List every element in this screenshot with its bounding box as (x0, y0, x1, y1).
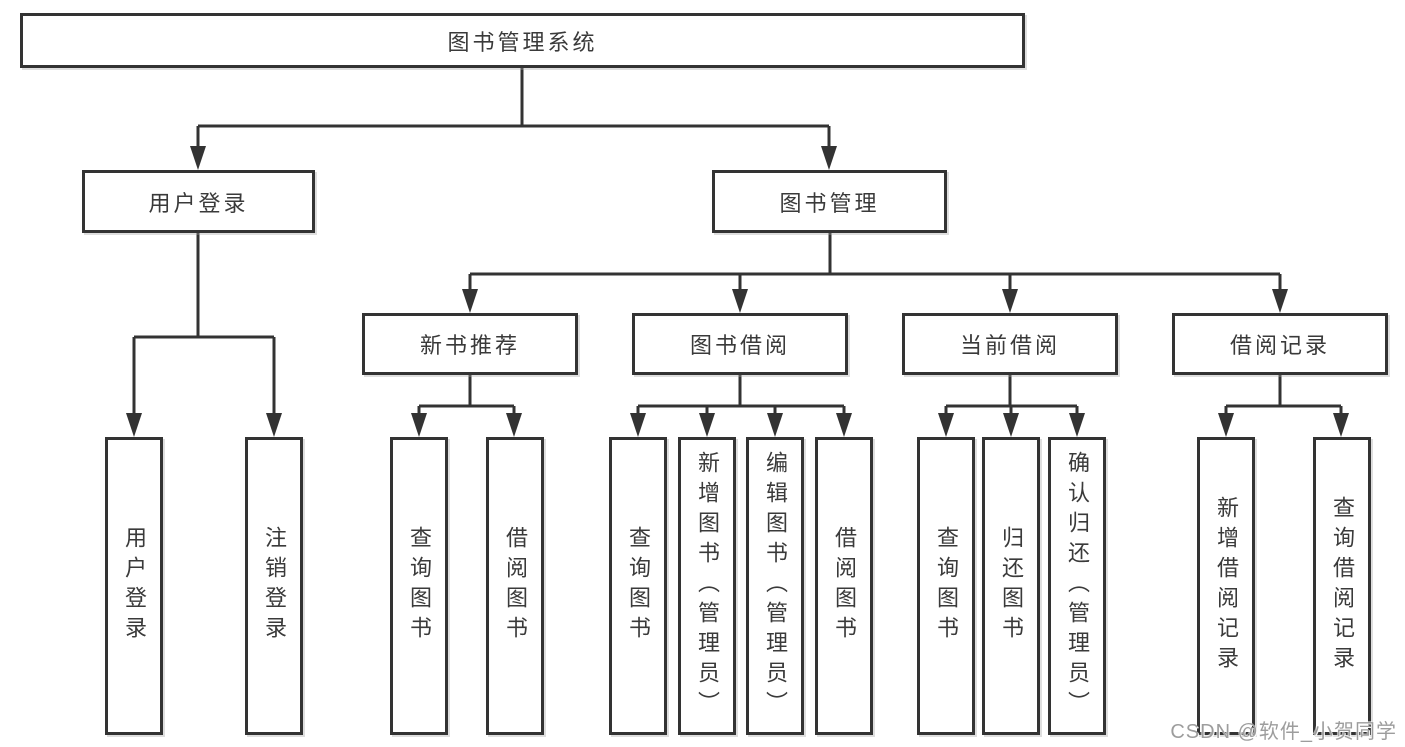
leaf-return-books: 归还图书 (982, 437, 1040, 735)
node-label: 借阅图书 (503, 526, 528, 646)
node-label: 查询图书 (934, 526, 959, 646)
node-label: 编辑图书（管理员） (763, 451, 788, 721)
node-new-book-recommend: 新书推荐 (362, 313, 578, 375)
connector-current-to-leaves (938, 375, 1085, 437)
leaf-query-books-recommend: 查询图书 (390, 437, 448, 735)
node-label: 借阅记录 (1229, 333, 1330, 358)
node-label: 当前借阅 (959, 333, 1060, 358)
leaf-add-books-admin: 新增图书（管理员） (678, 437, 736, 735)
leaf-add-borrow-record: 新增借阅记录 (1197, 437, 1255, 735)
node-label: 新增图书（管理员） (695, 451, 720, 721)
node-label: 用户登录 (122, 526, 147, 646)
node-user-login: 用户登录 (82, 170, 315, 233)
node-label: 图书借阅 (689, 333, 790, 358)
node-label: 查询借阅记录 (1330, 496, 1355, 676)
leaf-user-login: 用户登录 (105, 437, 163, 735)
node-book-management: 图书管理 (712, 170, 947, 233)
watermark-text: CSDN @软件_小贺同学 (1170, 721, 1397, 743)
connector-newbook-to-leaves (411, 375, 522, 437)
node-label: 图书管理 (779, 190, 880, 216)
leaf-borrow-books-borrowing: 借阅图书 (815, 437, 873, 735)
node-library-management-system: 图书管理系统 (20, 13, 1025, 68)
leaf-query-books-borrowing: 查询图书 (609, 437, 667, 735)
node-label: 新书推荐 (419, 333, 520, 358)
node-label: 新增借阅记录 (1214, 496, 1239, 676)
connector-login-to-leaves (126, 233, 282, 437)
connector-root-to-level2 (190, 68, 837, 170)
node-label: 借阅图书 (832, 526, 857, 646)
connector-borrowing-to-leaves (630, 375, 852, 437)
node-label: 查询图书 (626, 526, 651, 646)
node-label: 归还图书 (999, 526, 1024, 646)
leaf-query-borrow-record: 查询借阅记录 (1313, 437, 1371, 735)
node-current-borrowing: 当前借阅 (902, 313, 1118, 375)
leaf-confirm-return-admin: 确认归还（管理员） (1048, 437, 1106, 735)
leaf-borrow-books-recommend: 借阅图书 (486, 437, 544, 735)
leaf-query-books-current: 查询图书 (917, 437, 975, 735)
leaf-logout: 注销登录 (245, 437, 303, 735)
connector-bookmgmt-to-level3 (462, 233, 1288, 313)
leaf-edit-books-admin: 编辑图书（管理员） (746, 437, 804, 735)
node-label: 确认归还（管理员） (1065, 451, 1090, 721)
node-label: 查询图书 (407, 526, 432, 646)
node-label: 图书管理系统 (447, 29, 598, 55)
node-label: 注销登录 (262, 526, 287, 646)
node-label: 用户登录 (148, 190, 249, 216)
node-borrowing-records: 借阅记录 (1172, 313, 1388, 375)
node-book-borrowing: 图书借阅 (632, 313, 848, 375)
connector-records-to-leaves (1218, 375, 1349, 437)
